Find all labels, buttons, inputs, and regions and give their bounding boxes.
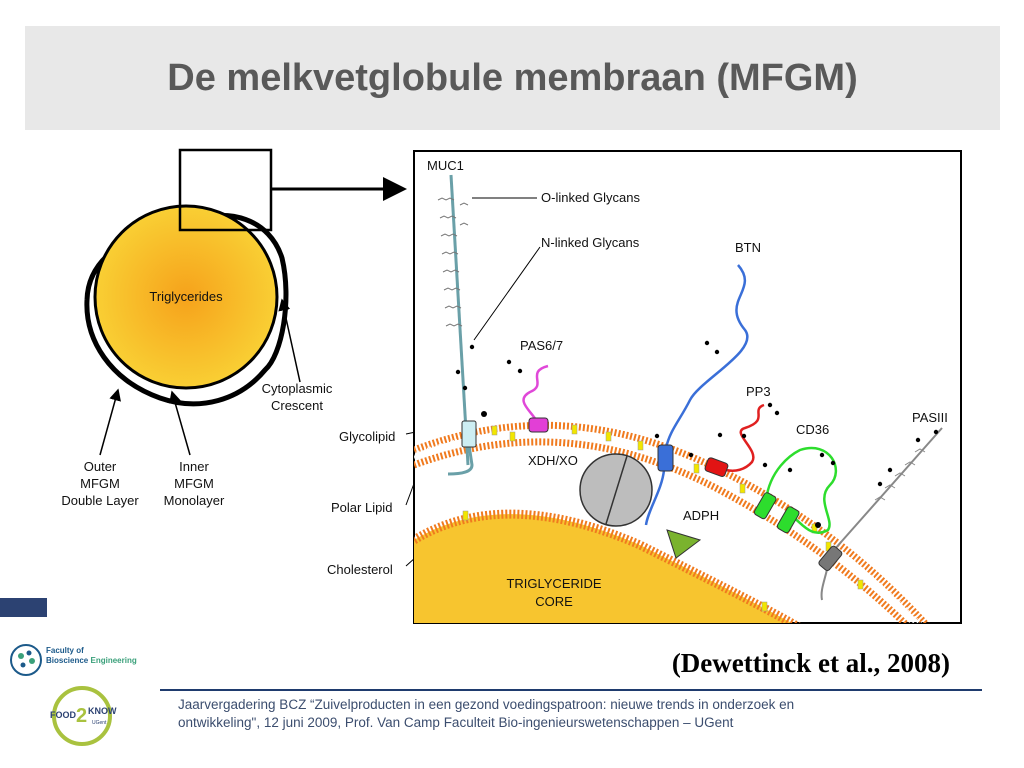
left-labels: Cytoplasmic Crescent Outer MFGM Double L… (61, 298, 475, 577)
btn-label: BTN (735, 240, 761, 255)
outer-label-3: Double Layer (61, 493, 139, 508)
core-label-1: TRIGLYCERIDE (506, 576, 601, 591)
outer-label-2: MFGM (80, 476, 120, 491)
btn-chain (644, 264, 749, 526)
faculty-logo-text: Faculty of Bioscience Engineering (46, 646, 137, 666)
pp3-protein (704, 457, 729, 477)
pas67-label: PAS6/7 (520, 338, 563, 353)
citation: (Dewettinck et al., 2008) (671, 648, 950, 678)
pas67-chain (522, 364, 549, 421)
inner-label-2: MFGM (174, 476, 214, 491)
food-num: 2 (76, 705, 87, 727)
detail-labels: MUC1 O-linked Glycans N-linked Glycans B… (427, 158, 948, 609)
detail-core (414, 514, 792, 623)
pasiii-label: PASIII (912, 410, 948, 425)
inner-label-3: Monolayer (164, 493, 225, 508)
footer-divider (160, 689, 982, 691)
glycolipid-label: Glycolipid (339, 429, 395, 444)
side-tab (0, 598, 47, 617)
btn-protein (657, 444, 674, 472)
pp3-label: PP3 (746, 384, 771, 399)
faculty-line-2b: Engineering (90, 656, 137, 665)
pp3-chain (725, 403, 765, 472)
o-linked-label: O-linked Glycans (541, 190, 640, 205)
muc1-anchor (461, 420, 477, 448)
adph-protein (666, 529, 702, 559)
crescent-label-2: Crescent (271, 398, 323, 413)
footer-line-1: Jaarvergadering BCZ “Zuivelproducten in … (178, 697, 795, 712)
page-title: De melkvetglobule membraan (MFGM) (167, 57, 858, 99)
title-bar: De melkvetglobule membraan (MFGM) (25, 26, 1000, 130)
n-linked-label: N-linked Glycans (541, 235, 640, 250)
food-sub: UGent (92, 720, 107, 726)
core-label: Triglycerides (149, 289, 223, 304)
food-right: KNOW (88, 706, 117, 716)
xdh-label: XDH/XO (528, 453, 578, 468)
muc1-label: MUC1 (427, 158, 464, 173)
faculty-line-2a: Bioscience (46, 656, 89, 665)
bilayer-upper (414, 421, 930, 623)
outer-label-1: Outer (84, 459, 117, 474)
cd36-label: CD36 (796, 422, 829, 437)
bilayer-lower (414, 438, 910, 623)
muc1-tail (447, 444, 474, 476)
o-glycans (437, 197, 469, 327)
cholesterol-label: Cholesterol (327, 562, 393, 577)
cd36-protein-b (776, 506, 800, 534)
polar-lipid-label: Polar Lipid (331, 500, 392, 515)
inner-label-1: Inner (179, 459, 209, 474)
footer-line-2: ontwikkeling", 12 juni 2009, Prof. Van C… (178, 715, 734, 730)
detail-content (414, 174, 943, 623)
core-label-2: CORE (535, 594, 573, 609)
triglyceride-core (93, 204, 279, 390)
cd36-chain (764, 446, 838, 534)
food2know-logo-icon: FOOD 2 KNOW UGent (50, 686, 117, 746)
pasiii-protein (818, 545, 843, 571)
food-left: FOOD (50, 710, 76, 720)
crescent-label-1: Cytoplasmic (262, 381, 333, 396)
faculty-line-1: Faculty of (46, 646, 84, 655)
adph-label: ADPH (683, 508, 719, 523)
faculty-logo-icon (10, 644, 42, 676)
fat-globule: Triglycerides (84, 148, 407, 407)
pas67-protein (528, 417, 549, 433)
cd36-protein-a (753, 492, 777, 520)
footer-text: Jaarvergadering BCZ “Zuivelproducten in … (178, 696, 978, 732)
glycan-dots (455, 340, 939, 528)
